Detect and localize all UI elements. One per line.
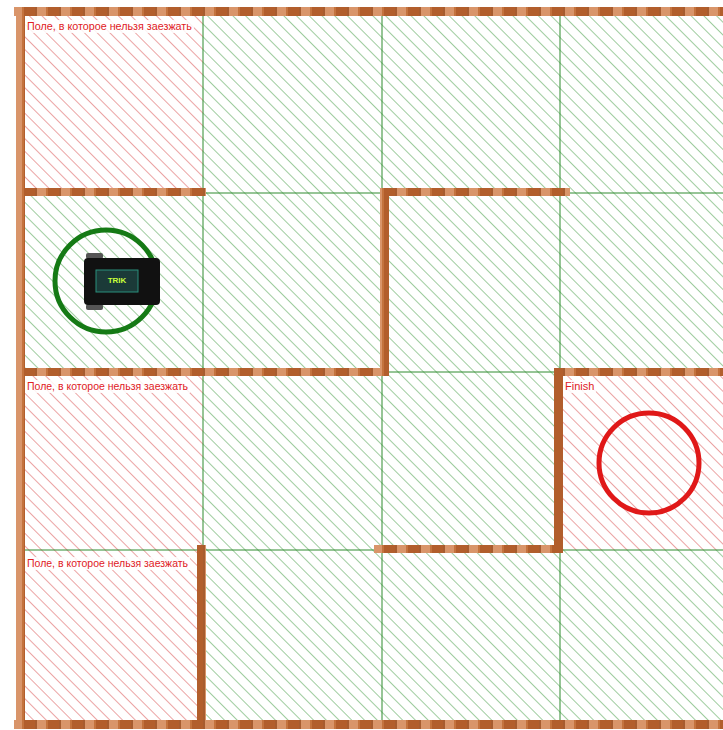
walls xyxy=(14,7,723,729)
robot xyxy=(84,253,160,310)
forbidden-zone: Поле, в которое нельзя заезжать xyxy=(25,16,201,188)
zone-label: Поле, в которое нельзя заезжать xyxy=(25,380,190,393)
robot-label: TRIK xyxy=(108,276,127,286)
finish-circle xyxy=(599,413,699,513)
free-cell xyxy=(560,550,723,725)
free-cell xyxy=(382,12,560,193)
free-cell xyxy=(560,12,723,193)
forbidden-zone: Поле, в которое нельзя заезжать xyxy=(25,376,197,546)
free-cell xyxy=(203,372,382,550)
free-cell xyxy=(382,193,560,372)
forbidden-cell xyxy=(20,372,203,550)
free-cell xyxy=(203,193,382,372)
forbidden-cell xyxy=(20,12,203,193)
forbidden-cell xyxy=(560,372,723,550)
zone-label: Поле, в которое нельзя заезжать xyxy=(25,557,190,570)
zone-label: Поле, в которое нельзя заезжать xyxy=(25,20,194,33)
forbidden-cell xyxy=(20,550,203,725)
finish-zone: Finish xyxy=(563,376,721,546)
free-cell xyxy=(560,193,723,372)
forbidden-zone: Поле, в которое нельзя заезжать xyxy=(25,553,197,720)
free-cell xyxy=(382,550,560,725)
free-cell xyxy=(203,550,382,725)
free-cell xyxy=(203,12,382,193)
free-cell xyxy=(382,372,560,550)
zone-label: Finish xyxy=(563,380,596,393)
free-cell xyxy=(20,193,203,372)
